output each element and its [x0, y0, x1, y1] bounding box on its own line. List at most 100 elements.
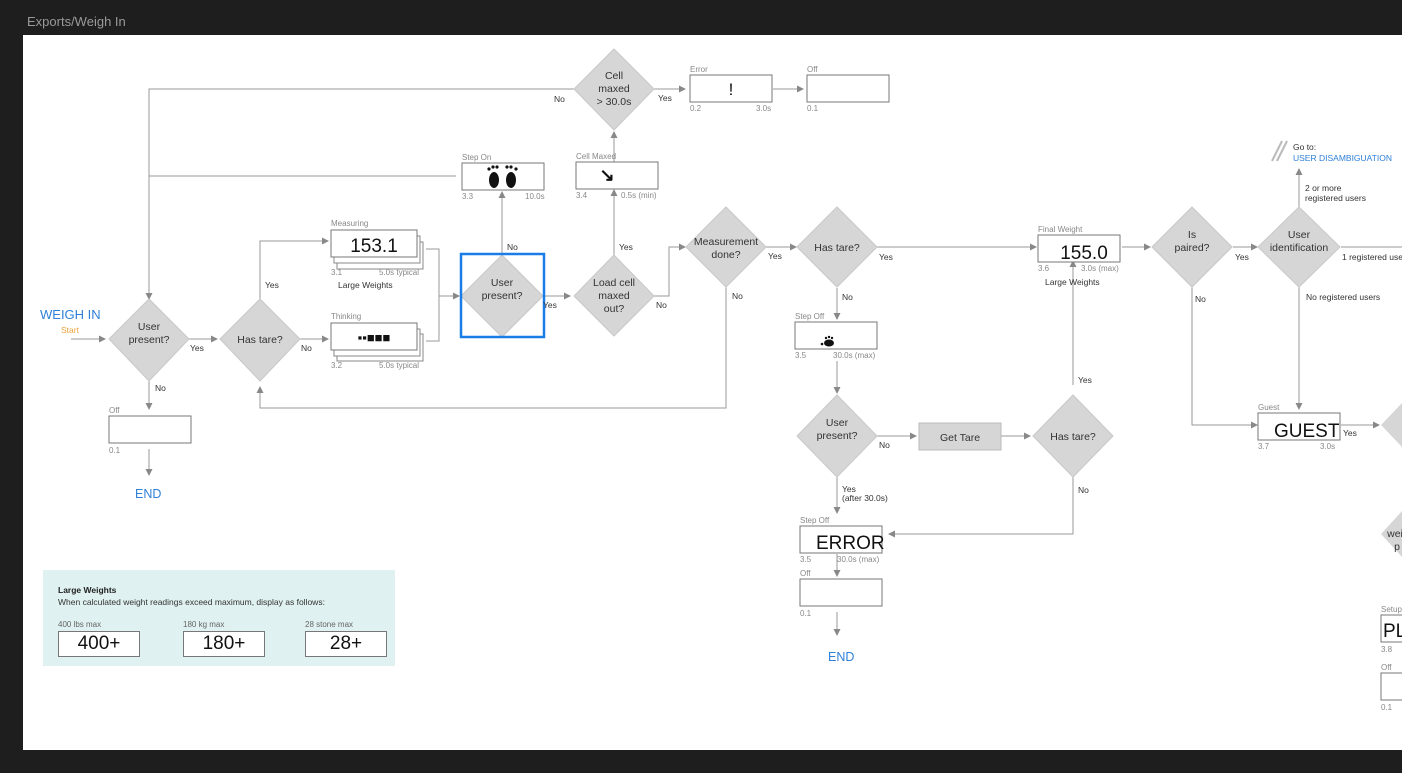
screen-step-off-2: Step Off ERROR 3.5 30.0s (max) [799, 516, 885, 564]
svg-text:5.0s typical: 5.0s typical [379, 361, 419, 370]
screen-measuring: Measuring 153.1 3.1 5.0s typical Large W… [330, 219, 424, 290]
svg-text:wei: wei [1386, 528, 1402, 540]
svg-text:No: No [1195, 294, 1206, 304]
svg-text:3.6: 3.6 [1038, 264, 1050, 273]
svg-text:No: No [732, 291, 743, 301]
svg-text:PL: PL [1383, 621, 1402, 642]
svg-text:3.4: 3.4 [576, 191, 588, 200]
screen-step-off-1: Step Off 3.5 30.0s (max) [794, 312, 878, 360]
svg-text:Thinking: Thinking [331, 312, 361, 321]
svg-text:3.7: 3.7 [1258, 442, 1270, 451]
legend-value-lbs: 400+ [58, 631, 140, 657]
screen-error: Error ! 0.2 3.0s [689, 65, 773, 113]
svg-text:30.0s (max): 30.0s (max) [833, 351, 876, 360]
svg-text:Measuring: Measuring [331, 219, 368, 228]
svg-text:0.1: 0.1 [109, 446, 121, 455]
footprint-icon [820, 335, 834, 347]
svg-text:No: No [554, 94, 565, 104]
screen-off-2: Off 0.1 [806, 65, 890, 113]
svg-text:153.1: 153.1 [350, 236, 398, 257]
svg-text:3.5: 3.5 [800, 555, 812, 564]
svg-text:No: No [301, 343, 312, 353]
connectors [71, 85, 1402, 636]
svg-text:0.5s (min): 0.5s (min) [621, 191, 657, 200]
svg-text:p: p [1394, 541, 1400, 553]
svg-text:3.0s: 3.0s [1320, 442, 1335, 451]
screen-off-4: Off 0.1 [1380, 663, 1402, 712]
svg-text:2 or more: 2 or more [1305, 183, 1342, 193]
svg-text:No: No [155, 383, 166, 393]
svg-text:Final Weight: Final Weight [1038, 225, 1083, 234]
arrow-down-right-icon: ↘ [599, 165, 614, 185]
legend-caption-stone: 28 stone max [305, 620, 354, 629]
footprints-icon [487, 165, 518, 188]
svg-text:Yes: Yes [543, 300, 557, 310]
svg-text:Error: Error [690, 65, 708, 74]
svg-text:Cell Maxed: Cell Maxed [576, 152, 616, 161]
svg-text:No registered users: No registered users [1306, 292, 1380, 302]
action-get-tare: Get Tare [918, 422, 1002, 451]
svg-text:3.0s: 3.0s [756, 104, 771, 113]
svg-text:10.0s: 10.0s [525, 192, 545, 201]
svg-text:Yes: Yes [879, 252, 893, 262]
svg-text:Get Tare: Get Tare [940, 432, 980, 444]
edge-labels: Yes No Yes No No Yes Yes No No Yes Yes N… [155, 93, 1402, 503]
svg-text:No: No [1078, 485, 1089, 495]
svg-text:1 registered user: 1 registered user [1342, 252, 1402, 262]
legend-value-kg: 180+ [183, 631, 265, 657]
goto-user-disambiguation[interactable]: Go to: USER DISAMBIGUATION [1271, 140, 1392, 163]
svg-text:3.2: 3.2 [331, 361, 343, 370]
svg-text:(after 30.0s): (after 30.0s) [842, 493, 888, 503]
svg-text:Off: Off [1381, 663, 1392, 672]
svg-text:USER DISAMBIGUATION: USER DISAMBIGUATION [1293, 153, 1392, 163]
svg-text:0.1: 0.1 [1381, 703, 1393, 712]
svg-text:No: No [842, 292, 853, 302]
svg-text:Go to:: Go to: [1293, 142, 1316, 152]
legend-caption-kg: 180 kg max [183, 620, 225, 629]
svg-text:registered users: registered users [1305, 193, 1366, 203]
end-label-2: END [828, 650, 854, 664]
svg-text:No: No [879, 440, 890, 450]
svg-text:155.0: 155.0 [1060, 243, 1108, 264]
svg-text:!: ! [729, 80, 734, 99]
screen-cell-maxed: Cell Maxed ↘ 3.4 0.5s (min) [575, 152, 659, 200]
legend-value-stone: 28+ [305, 631, 387, 657]
large-weights-legend: Large Weights When calculated weight rea… [43, 570, 395, 666]
decision-partial-right: wei p [1381, 403, 1402, 557]
svg-text:▪▪■■■: ▪▪■■■ [358, 330, 391, 345]
svg-text:3.8: 3.8 [1381, 645, 1393, 654]
svg-text:Yes: Yes [1078, 375, 1092, 385]
svg-text:3.3: 3.3 [462, 192, 474, 201]
svg-text:Has tare?: Has tare? [1050, 431, 1096, 443]
screen-final-weight: Final Weight 155.0 3.6 3.0s (max) Large … [1037, 225, 1121, 287]
legend-caption-lbs: 400 lbs max [58, 620, 102, 629]
svg-text:Off: Off [807, 65, 818, 74]
window-title: Exports/Weigh In [27, 14, 126, 29]
svg-text:Large Weights: Large Weights [338, 280, 393, 290]
svg-text:Has tare?: Has tare? [814, 242, 860, 254]
selection-highlight[interactable] [459, 252, 546, 339]
screen-off-1: Off 0.1 [108, 406, 192, 455]
svg-text:Off: Off [109, 406, 120, 415]
svg-text:0.1: 0.1 [800, 609, 812, 618]
svg-text:Off: Off [800, 569, 811, 578]
svg-text:Yes: Yes [768, 251, 782, 261]
svg-text:Yes: Yes [265, 280, 279, 290]
svg-text:Step Off: Step Off [795, 312, 825, 321]
svg-text:Step Off: Step Off [800, 516, 830, 525]
screen-guest: Guest GUEST 3.7 3.0s [1257, 403, 1341, 451]
svg-text:Has tare?: Has tare? [237, 334, 283, 346]
svg-text:Yes: Yes [658, 93, 672, 103]
